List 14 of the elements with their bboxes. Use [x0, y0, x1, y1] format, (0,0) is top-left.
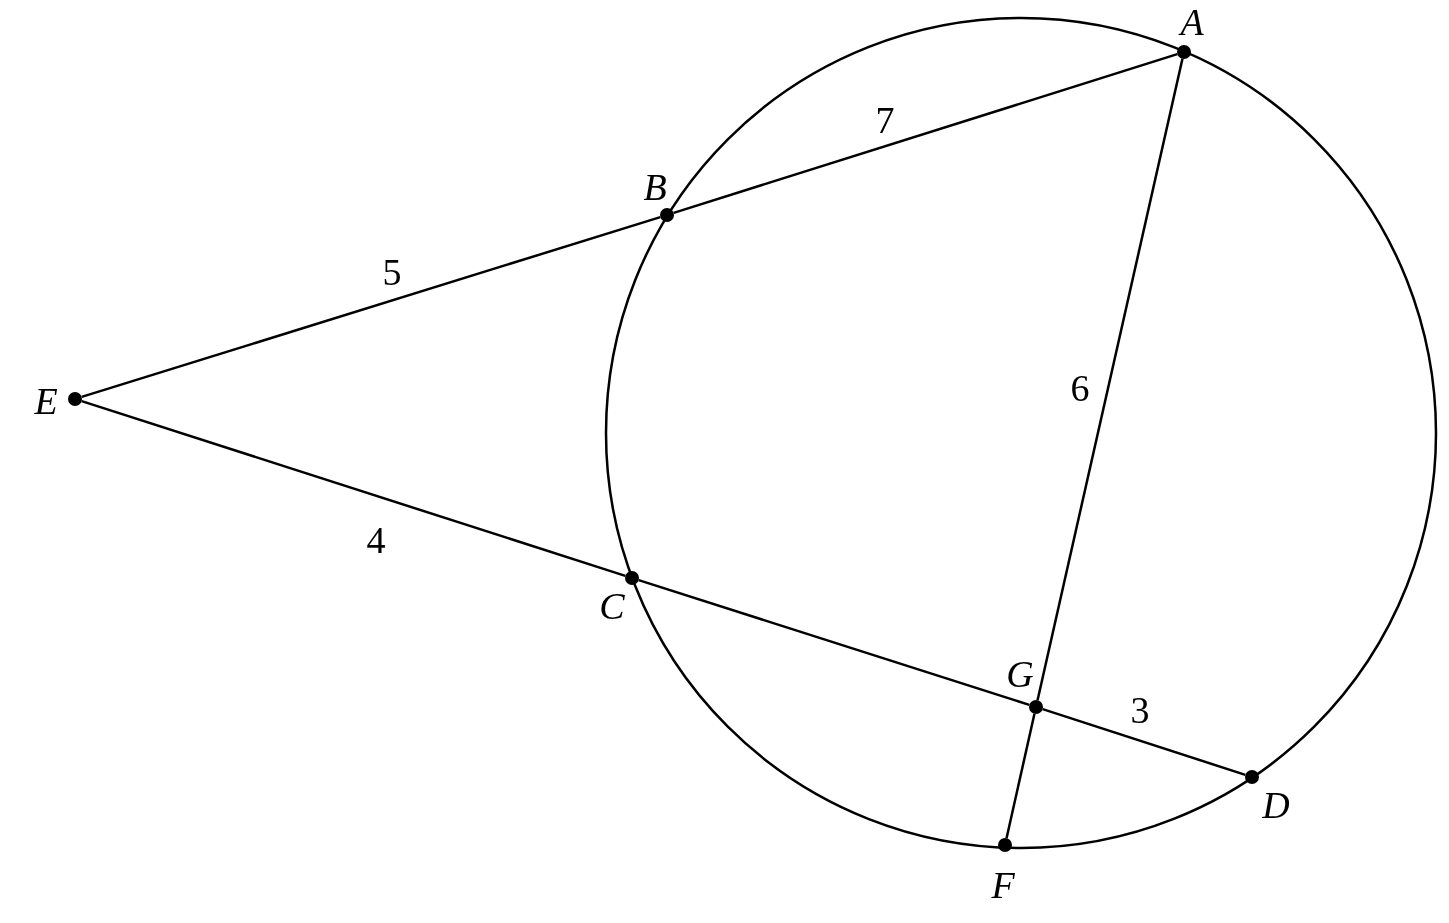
line-segment [1036, 58, 1184, 701]
point-label: E [34, 382, 58, 420]
line-segment [81, 399, 626, 578]
point-label: C [599, 587, 625, 625]
point-label: B [643, 168, 667, 206]
point-label: G [1006, 655, 1034, 693]
point-label: A [1180, 3, 1204, 41]
line-segment [81, 215, 661, 399]
line-segment [638, 578, 1030, 707]
line-segment [673, 52, 1178, 215]
point-label: D [1262, 786, 1290, 824]
point-label: F [991, 866, 1015, 904]
line-segment [1005, 713, 1036, 839]
line-segment [1042, 707, 1246, 777]
